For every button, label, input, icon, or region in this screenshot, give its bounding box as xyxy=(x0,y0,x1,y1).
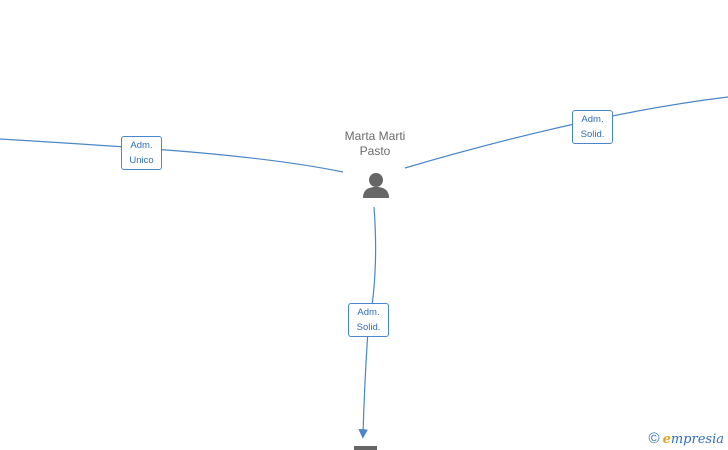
edge-label-left[interactable]: Adm. Unico xyxy=(121,136,162,170)
company-node-icon[interactable] xyxy=(354,446,377,450)
edge-label-left-line1: Adm. xyxy=(130,140,153,151)
brand-initial: e xyxy=(662,432,671,447)
person-icon[interactable] xyxy=(363,173,389,198)
edge-label-bottom-line1: Adm. xyxy=(357,307,380,318)
edge-label-right-line2: Solid. xyxy=(580,129,605,140)
person-name-line2: Pasto xyxy=(359,144,391,158)
edge-label-right[interactable]: Adm. Solid. xyxy=(572,110,613,144)
edge-left-line xyxy=(0,138,344,173)
brand-logo: empresia xyxy=(663,432,724,447)
edge-label-bottom-line2: Solid. xyxy=(356,322,381,333)
edge-label-left-line2: Unico xyxy=(129,155,154,166)
person-name-label[interactable]: Marta Marti Pasto xyxy=(330,129,420,159)
edge-label-right-line1: Adm. xyxy=(581,114,604,125)
copyright-symbol: © xyxy=(648,430,660,447)
brand-rest: mpresia xyxy=(670,432,724,447)
empresia-watermark: ©empresia xyxy=(649,430,724,447)
edge-right-line xyxy=(404,96,728,169)
edge-label-bottom[interactable]: Adm. Solid. xyxy=(348,303,389,337)
person-name-line1: Marta Marti xyxy=(344,129,406,143)
